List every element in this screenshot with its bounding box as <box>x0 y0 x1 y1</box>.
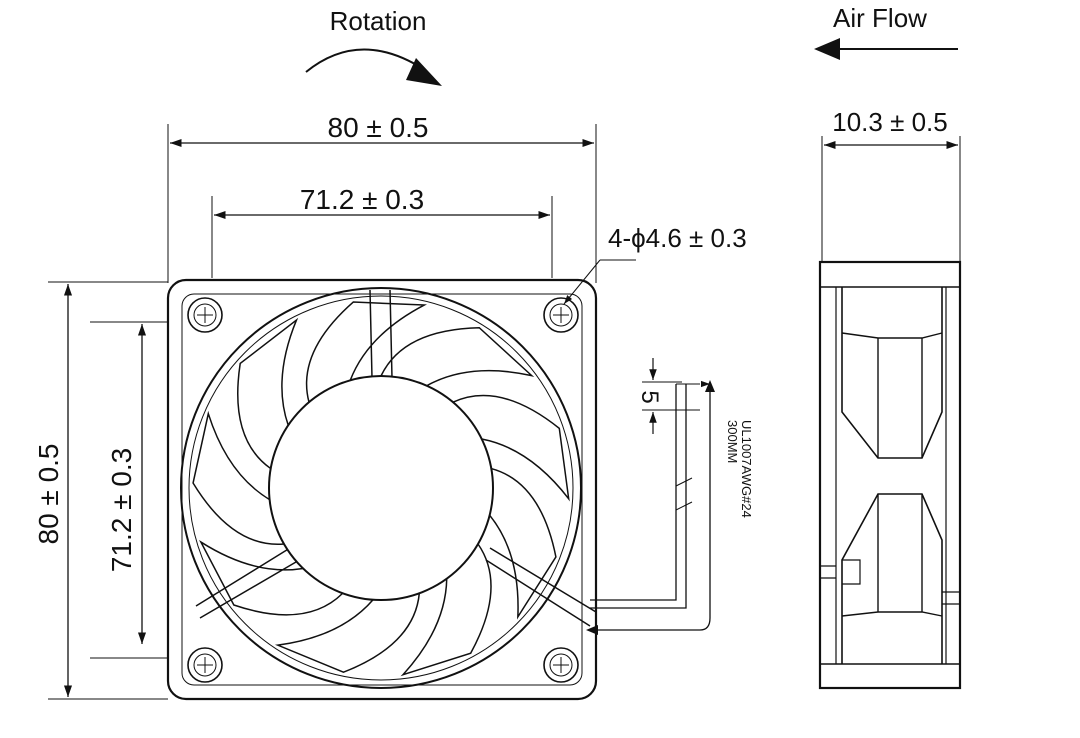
fan-hub <box>268 375 494 601</box>
height-outer-text: 80 ± 0.5 <box>33 444 64 545</box>
wire-lead <box>586 380 715 635</box>
fan-blade <box>192 410 286 545</box>
width-outer-dimension: 80 ± 0.5 <box>167 112 597 283</box>
fan-front-view <box>166 278 598 701</box>
width-hole-spacing-text: 71.2 ± 0.3 <box>300 184 424 215</box>
fan-blade <box>379 326 535 387</box>
rotation-label: Rotation <box>330 6 427 36</box>
fan-blade <box>237 317 299 470</box>
width-outer-text: 80 ± 0.5 <box>328 112 429 143</box>
fan-blade <box>305 301 428 404</box>
mounting-hole-top-left <box>187 297 223 333</box>
mounting-hole-bottom-left <box>187 647 223 683</box>
wire-strip-text: 5 <box>636 390 663 403</box>
fan-frame <box>166 278 598 701</box>
width-hole-spacing-dimension: 71.2 ± 0.3 <box>211 184 553 278</box>
depth-dimension: 10.3 ± 0.5 <box>821 107 961 262</box>
height-hole-spacing-text: 71.2 ± 0.3 <box>106 448 137 572</box>
rotation-arrow-icon <box>305 48 442 86</box>
fan-blade <box>274 592 421 674</box>
fan-side-view <box>818 260 962 690</box>
height-outer-dimension: 80 ± 0.5 <box>33 281 168 700</box>
hole-spec-text: 4-ϕ4.6 ± 0.3 <box>608 223 747 253</box>
fan-blades <box>192 301 570 677</box>
wire-spec-line1: UL1007AWG#24 <box>739 420 754 518</box>
fan-blade <box>488 467 557 620</box>
air-flow-arrow-icon <box>814 38 958 60</box>
wire-strip-dimension: 5 <box>636 358 682 434</box>
fan-blade <box>400 542 492 677</box>
fan-shroud <box>180 287 582 689</box>
height-hole-spacing-dimension: 71.2 ± 0.3 <box>90 321 168 659</box>
air-flow-label: Air Flow <box>833 3 927 33</box>
fan-blade <box>451 394 570 502</box>
hole-spec-callout: 4-ϕ4.6 ± 0.3 <box>563 223 747 305</box>
wire-spec-line2: 300MM <box>725 420 740 463</box>
fan-shroud-inner <box>188 295 574 681</box>
mounting-hole-top-right <box>543 297 579 333</box>
fan-blade <box>198 539 344 616</box>
support-struts <box>195 289 597 627</box>
depth-text: 10.3 ± 0.5 <box>832 107 947 137</box>
side-frame <box>818 260 962 690</box>
mounting-hole-bottom-right <box>543 647 579 683</box>
